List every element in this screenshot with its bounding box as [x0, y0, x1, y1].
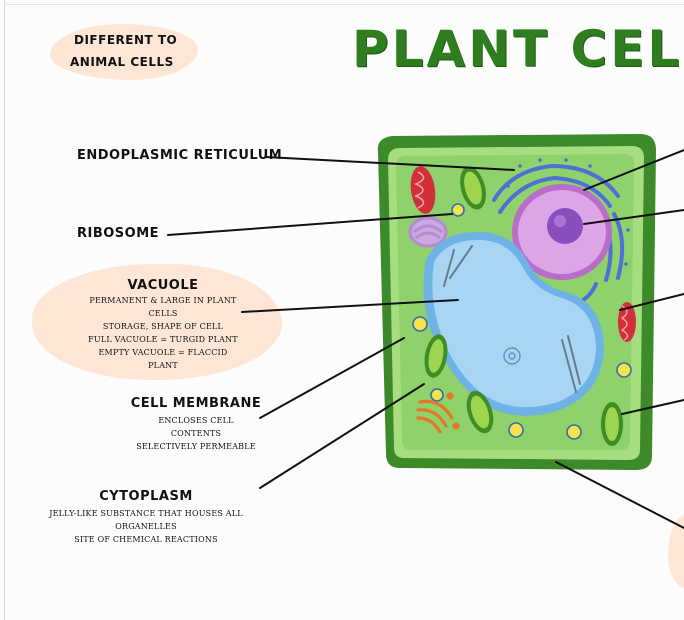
leader-lines — [167, 149, 684, 529]
ribosomes — [412, 203, 632, 440]
badge-line-1: DIFFERENT TO — [74, 33, 178, 47]
golgi — [408, 216, 448, 248]
vacuole-note-1: PERMANENT & LARGE IN PLANT — [89, 296, 237, 305]
mitochondria — [410, 166, 636, 342]
vacuole-crystals — [443, 245, 581, 393]
vacuole-note-5: EMPTY VACUOLE = FLACCID — [98, 348, 228, 357]
membrane-notes: ENCLOSES CELL CONTENTS SELECTIVELY PERME… — [116, 414, 276, 453]
label-vacuole: VACUOLE — [127, 278, 199, 293]
label-cytoplasm: CYTOPLASM — [99, 489, 193, 504]
vacuole-note-4: FULL VACUOLE = TURGID PLANT — [88, 335, 238, 344]
vacuole-inner — [432, 240, 596, 408]
cytoplasm-note-2: ORGANELLES — [115, 522, 177, 531]
vacuole-note-2: CELLS — [148, 309, 178, 318]
cytoplasm-note-3: SITE OF CHEMICAL REACTIONS — [74, 535, 218, 544]
badge-line-2: ANIMAL CELLS — [70, 55, 174, 69]
vacuole-center — [503, 347, 521, 365]
vacuole-note-3: STORAGE, SHAPE OF CELL — [102, 322, 224, 331]
vacuole-notes: PERMANENT & LARGE IN PLANT CELLS STORAGE… — [60, 294, 266, 372]
membrane-note-2: CONTENTS — [170, 429, 222, 438]
page-title: PLANT CELL — [352, 20, 684, 78]
golgi-apparatus — [416, 392, 460, 434]
badge-blob — [50, 24, 198, 80]
page-edge-top — [4, 4, 684, 5]
nucleolus-highlight — [554, 215, 566, 227]
label-cell-membrane: CELL MEMBRANE — [130, 396, 262, 411]
chloroplasts — [424, 166, 623, 446]
page-edge — [4, 0, 5, 620]
edge-blob — [668, 514, 684, 590]
label-ribosome: RIBOSOME — [77, 226, 160, 241]
er-dots — [506, 158, 630, 266]
vacuole-blob — [32, 264, 282, 380]
membrane-note-1: ENCLOSES CELL — [158, 416, 234, 425]
vacuole-note-6: PLANT — [148, 361, 178, 370]
nucleolus — [547, 208, 583, 244]
membrane-note-3: SELECTIVELY PERMEABLE — [136, 442, 256, 451]
label-endoplasmic-reticulum: ENDOPLASMIC RETICULUM — [77, 148, 283, 163]
cytoplasm-note-1: JELLY-LIKE SUBSTANCE THAT HOUSES ALL — [49, 509, 243, 518]
cytoplasm-notes: JELLY-LIKE SUBSTANCE THAT HOUSES ALL ORG… — [36, 507, 256, 546]
